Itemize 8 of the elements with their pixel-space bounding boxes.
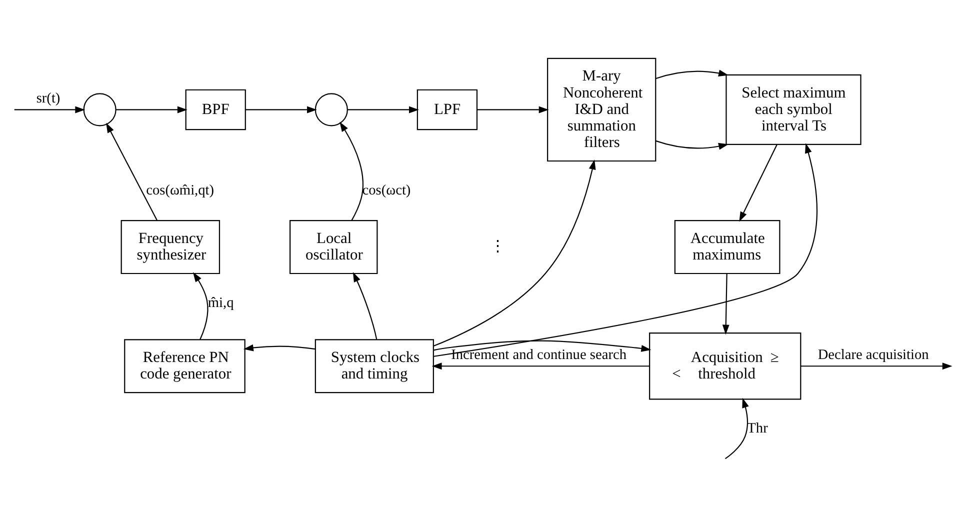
edge-label: cos(ωct) <box>362 182 410 199</box>
edge-label: Declare acquisition <box>817 346 928 363</box>
edge-label: Thr <box>746 420 768 437</box>
edge-label: sr(t) <box>36 90 60 106</box>
label: ⋮ <box>490 238 505 256</box>
edge-label: Increment and continue search <box>450 346 626 363</box>
edge-label: m̂i,q <box>207 295 234 312</box>
edge-label: cos(ωm̂i,qt) <box>146 182 214 199</box>
